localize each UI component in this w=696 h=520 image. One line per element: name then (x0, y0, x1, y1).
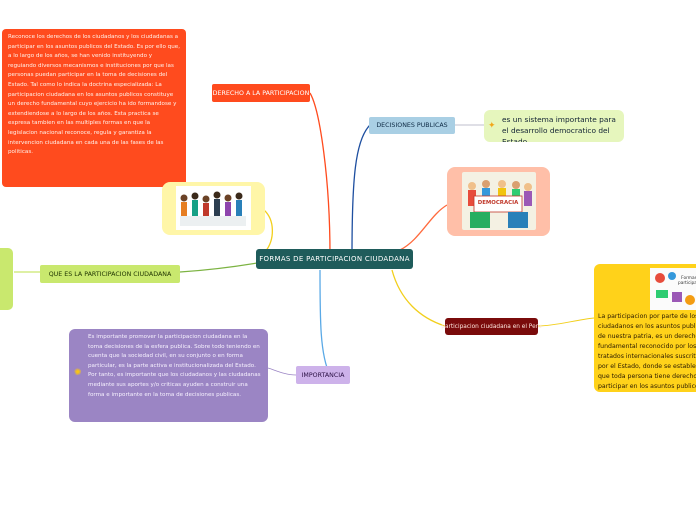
sun-icon: ✺ (74, 368, 82, 378)
democracia-picture: DEMOCRACIA (462, 172, 536, 230)
decisiones-note: ✦ es un sistema importante para el desar… (484, 110, 624, 142)
derecho-note: Reconoce los derechos de los ciudadanos … (2, 29, 186, 187)
queEs-topic[interactable]: QUE ES LA PARTICIPACION CIUDADANA (40, 265, 180, 283)
link-peru (391, 269, 446, 327)
queEs-topic-label: QUE ES LA PARTICIPACION CIUDADANA (48, 270, 172, 278)
link-image-people (263, 209, 274, 253)
central-topic-label: FORMAS DE PARTICIPACION CIUDADANA (259, 255, 410, 263)
derecho-topic[interactable]: DERECHO A LA PARTICIPACION (212, 84, 310, 102)
poster-illustration (655, 272, 695, 305)
people-picture (176, 186, 251, 230)
peru-poster-title: Formas participacion (678, 276, 696, 286)
decisiones-topic[interactable]: DECISIONES PUBLICAS (369, 117, 455, 134)
link-queEs (179, 261, 264, 273)
importancia-topic[interactable]: IMPORTANCIA (296, 366, 350, 384)
link-decisiones (351, 124, 371, 256)
peru-topic-label: participacion ciudadana en el Peru (441, 323, 542, 330)
democracia-sign: DEMOCRACIA (477, 200, 519, 206)
importancia-note: ✺ Es importante promover la participacio… (69, 329, 268, 422)
queEs-note (0, 248, 13, 310)
decisiones-note-text: es un sistema importante para el desarro… (502, 115, 616, 142)
peru-note: Formas participacion La participacion po… (594, 264, 696, 392)
peru-poster: Formas participacion (650, 268, 696, 310)
democracia-illustration (468, 180, 532, 228)
peru-topic[interactable]: participacion ciudadana en el Peru (441, 318, 542, 335)
derecho-note-text: Reconoce los derechos de los ciudadanos … (8, 34, 180, 156)
link-derecho (309, 92, 331, 256)
link-importancia (319, 269, 331, 376)
people-illustration (180, 191, 246, 226)
image-people-node (162, 182, 265, 235)
image-democracia-node: DEMOCRACIA (447, 167, 550, 236)
decisiones-topic-label: DECISIONES PUBLICAS (376, 122, 448, 129)
star-icon: ✦ (488, 121, 496, 131)
importancia-note-text: Es importante promover la participacion … (88, 334, 261, 398)
derecho-topic-label: DERECHO A LA PARTICIPACION (212, 89, 310, 97)
peru-note-text: La participacion por parte de los ciudad… (598, 313, 696, 390)
link-image-democracia (399, 204, 448, 251)
central-topic[interactable]: FORMAS DE PARTICIPACION CIUDADANA (256, 249, 413, 269)
importancia-topic-label: IMPORTANCIA (301, 371, 345, 379)
